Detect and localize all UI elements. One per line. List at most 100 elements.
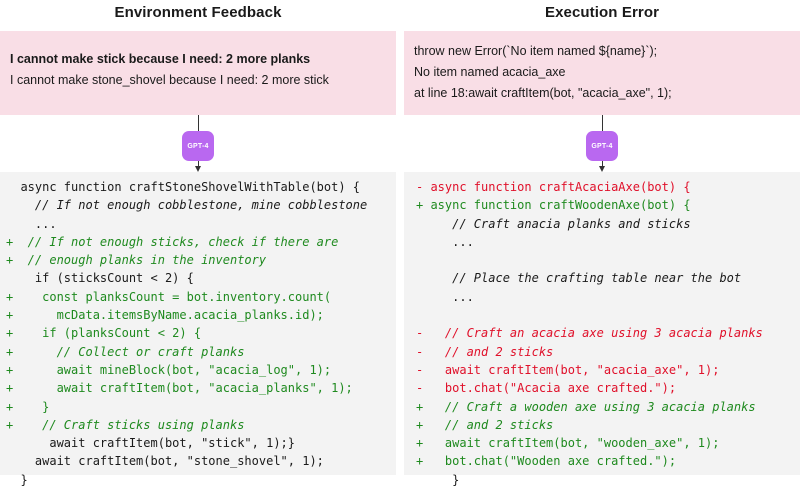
- code-text: await craftItem(bot, "acacia_axe", 1);: [430, 362, 720, 377]
- code-text: // Craft an acacia axe using 3 acacia pl…: [430, 326, 763, 341]
- code-text: // If not enough cobblestone, mine cobbl…: [20, 198, 368, 213]
- diff-marker: -: [416, 381, 424, 396]
- code-text: ...: [430, 289, 474, 304]
- feedback-line: No item named acacia_axe: [414, 65, 566, 79]
- code-text: async function craftWoodenAxe(bot) {: [430, 198, 691, 213]
- code-line: }: [416, 471, 800, 489]
- code-line: if (sticksCount < 2) {: [6, 269, 396, 287]
- code-line: + async function craftWoodenAxe(bot) {: [416, 196, 800, 214]
- code-line: - async function craftAcaciaAxe(bot) {: [416, 178, 800, 196]
- diff-marker: +: [6, 326, 14, 341]
- diff-marker: +: [6, 253, 14, 268]
- code-line: + const planksCount = bot.inventory.coun…: [6, 288, 396, 306]
- code-text: // and 2 sticks: [430, 344, 554, 359]
- diff-marker: +: [6, 234, 14, 249]
- execution-error-panel: Execution Error throw new Error(`No item…: [404, 0, 800, 487]
- code-diff-block: async function craftStoneShovelWithTable…: [0, 172, 396, 487]
- diff-marker: +: [416, 436, 424, 451]
- code-text: bot.chat("Wooden axe crafted.");: [430, 454, 677, 469]
- error-box: throw new Error(`No item named ${name}`)…: [404, 31, 800, 115]
- code-line: }: [6, 471, 396, 489]
- diff-marker: +: [6, 362, 14, 377]
- code-diff-block: - async function craftAcaciaAxe(bot) {+ …: [404, 172, 800, 487]
- code-line: ...: [416, 288, 800, 306]
- diff-marker: +: [416, 399, 424, 414]
- flow-connector: GPT-4: [404, 115, 800, 172]
- code-text: }: [20, 399, 50, 414]
- code-line: // Craft anacia planks and sticks: [416, 215, 800, 233]
- code-line: ...: [6, 215, 396, 233]
- code-text: await craftItem(bot, "wooden_axe", 1);: [430, 436, 720, 451]
- code-line: - await craftItem(bot, "acacia_axe", 1);: [416, 361, 800, 379]
- code-line: + if (planksCount < 2) {: [6, 324, 396, 342]
- code-text: if (planksCount < 2) {: [20, 326, 202, 341]
- diff-marker: -: [416, 180, 424, 194]
- code-text: // Craft anacia planks and sticks: [430, 216, 691, 231]
- feedback-line: I cannot make stick because I need: 2 mo…: [10, 52, 311, 66]
- flow-connector: GPT-4: [0, 115, 396, 172]
- panel-title: Environment Feedback: [114, 4, 282, 21]
- connector-line: [602, 161, 603, 166]
- code-text: ...: [430, 234, 474, 249]
- code-text: // Craft a wooden axe using 3 acacia pla…: [430, 399, 756, 414]
- code-line: + // Collect or craft planks: [6, 343, 396, 361]
- code-line: async function craftStoneShovelWithTable…: [6, 178, 396, 196]
- diff-marker: +: [6, 399, 14, 414]
- code-text: const planksCount = bot.inventory.count(: [20, 289, 332, 304]
- code-line: // If not enough cobblestone, mine cobbl…: [6, 196, 396, 214]
- code-text: async function craftAcaciaAxe(bot) {: [430, 180, 691, 194]
- feedback-line: throw new Error(`No item named ${name}`)…: [414, 44, 658, 58]
- connector-line: [602, 115, 603, 131]
- code-line: // Place the crafting table near the bot: [416, 269, 800, 287]
- feedback-line: I cannot make stone_shovel because I nee…: [10, 73, 329, 87]
- code-line: + // Craft sticks using planks: [6, 416, 396, 434]
- code-line: - // Craft an acacia axe using 3 acacia …: [416, 324, 800, 342]
- code-text: // enough planks in the inventory: [20, 253, 267, 268]
- environment-feedback-panel: Environment Feedback I cannot make stick…: [0, 0, 396, 487]
- code-text: // Craft sticks using planks: [20, 417, 245, 432]
- diff-marker: +: [416, 454, 424, 469]
- code-text: // and 2 sticks: [430, 417, 554, 432]
- code-line: + // If not enough sticks, check if ther…: [6, 233, 396, 251]
- connector-line: [198, 161, 199, 166]
- code-line: + await mineBlock(bot, "acacia_log", 1);: [6, 361, 396, 379]
- code-text: await craftItem(bot, "stick", 1);}: [20, 436, 295, 451]
- code-text: mcData.itemsByName.acacia_planks.id);: [20, 308, 324, 323]
- code-text: await craftItem(bot, "acacia_planks", 1)…: [20, 381, 353, 396]
- code-line: [416, 306, 800, 324]
- code-line: + mcData.itemsByName.acacia_planks.id);: [6, 306, 396, 324]
- gpt4-badge: GPT-4: [586, 131, 618, 161]
- diff-marker: +: [416, 417, 424, 432]
- code-text: await craftItem(bot, "stone_shovel", 1);: [20, 454, 324, 469]
- code-line: await craftItem(bot, "stick", 1);}: [6, 434, 396, 452]
- code-text: await mineBlock(bot, "acacia_log", 1);: [20, 362, 332, 377]
- code-line: + await craftItem(bot, "acacia_planks", …: [6, 379, 396, 397]
- code-line: + }: [6, 398, 396, 416]
- arrow-down-icon: [599, 166, 605, 172]
- code-text: bot.chat("Acacia axe crafted.");: [430, 381, 677, 396]
- panel-title: Execution Error: [544, 4, 660, 21]
- diff-marker: +: [6, 289, 14, 304]
- code-line: + // and 2 sticks: [416, 416, 800, 434]
- diff-marker: +: [6, 344, 14, 359]
- arrow-down-icon: [195, 166, 201, 172]
- diff-marker: -: [416, 362, 424, 377]
- code-line: await craftItem(bot, "stone_shovel", 1);: [6, 452, 396, 470]
- code-text: // If not enough sticks, check if there …: [20, 234, 339, 249]
- code-line: + // enough planks in the inventory: [6, 251, 396, 269]
- code-line: - // and 2 sticks: [416, 343, 800, 361]
- code-line: + await craftItem(bot, "wooden_axe", 1);: [416, 434, 800, 452]
- code-text: if (sticksCount < 2) {: [20, 271, 194, 286]
- gpt4-badge: GPT-4: [182, 131, 214, 161]
- diff-marker: -: [416, 326, 424, 341]
- feedback-line: at line 18:await craftItem(bot, "acacia_…: [414, 86, 672, 100]
- code-text: ...: [20, 216, 57, 231]
- diff-marker: +: [6, 417, 14, 432]
- code-text: // Place the crafting table near the bot: [430, 271, 742, 286]
- diff-marker: +: [416, 198, 424, 213]
- code-line: + // Craft a wooden axe using 3 acacia p…: [416, 398, 800, 416]
- code-text: // Collect or craft planks: [20, 344, 245, 359]
- connector-line: [198, 115, 199, 131]
- diff-marker: -: [416, 344, 424, 359]
- code-line: - bot.chat("Acacia axe crafted.");: [416, 379, 800, 397]
